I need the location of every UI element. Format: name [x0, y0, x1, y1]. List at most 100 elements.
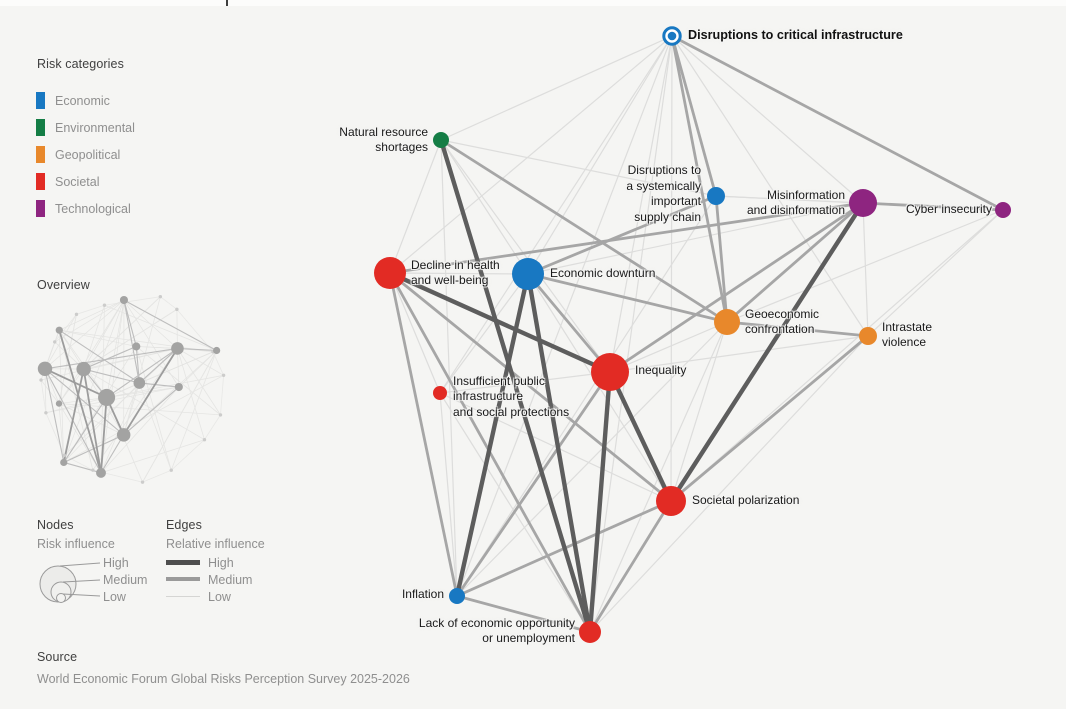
graph-edge-misinformation--cyber	[861, 201, 1005, 212]
graph-node-economic-downturn[interactable]	[512, 258, 544, 290]
nodes-legend-low: Low	[103, 590, 126, 604]
graph-node-critical-infra[interactable]	[662, 26, 682, 46]
graph-edge-misinformation--inequality	[608, 201, 865, 374]
graph-edge-natural-resources--inequality	[440, 139, 611, 373]
graph-edge-economic-downturn--misinformation	[527, 202, 864, 275]
economic-color-swatch	[36, 92, 45, 109]
graph-edge-critical-infra--lack-econ	[589, 35, 673, 633]
graph-node-insufficient-infra[interactable]	[433, 386, 447, 400]
graph-edge-geoeconomic--supply-chain	[714, 194, 729, 324]
graph-node-decline-health[interactable]	[374, 257, 406, 289]
graph-edge-natural-resources--inflation	[440, 139, 458, 597]
graph-edge-critical-infra--geoeconomic	[670, 34, 729, 324]
graph-node-natural-resources[interactable]	[433, 132, 449, 148]
graph-edge-critical-infra--inequality	[609, 35, 673, 373]
source-text: World Economic Forum Global Risks Percep…	[37, 672, 410, 686]
graph-node-geoeconomic[interactable]	[714, 309, 740, 335]
graph-edge-inequality--inflation	[455, 370, 612, 598]
top-strip	[0, 0, 1066, 6]
graph-edge-geoeconomic--societal-polarization	[670, 321, 728, 502]
graph-edge-economic-downturn--inflation	[454, 271, 531, 599]
graph-edge-misinformation--geoeconomic	[725, 201, 865, 324]
overview-title: Overview	[37, 278, 90, 292]
legend-category-societal[interactable]: Societal	[36, 173, 135, 190]
graph-edge-geoeconomic--inflation	[456, 321, 728, 597]
graph-edge-intrastate--misinformation	[862, 202, 869, 337]
graph-edge-inequality--economic-downturn	[526, 272, 612, 374]
graph-edge-geoeconomic--inequality	[609, 321, 728, 373]
graph-edge-decline-health--inflation	[388, 271, 459, 598]
graph-node-inflation[interactable]	[449, 588, 465, 604]
graph-edge-natural-resources--decline-health	[389, 139, 442, 274]
graph-edge-inequality--lack-econ	[587, 369, 613, 635]
nodes-legend-medium: Medium	[103, 573, 148, 587]
graph-edge-cyber--intrastate	[867, 209, 1004, 337]
graph-edge-critical-infra--decline-health	[389, 35, 673, 274]
graph-edge-societal-polarization--intrastate	[669, 334, 870, 503]
edges-legend-title: Edges	[166, 518, 202, 532]
edges-legend-high: High	[208, 556, 234, 570]
legend-category-label: Geopolitical	[55, 147, 121, 162]
graph-edge-critical-infra--natural-resources	[440, 35, 673, 141]
technological-color-swatch	[36, 200, 45, 217]
graph-node-supply-chain[interactable]	[707, 187, 725, 205]
legend-category-label: Societal	[55, 174, 100, 189]
graph-edge-decline-health--societal-polarization	[388, 271, 673, 503]
graph-edge-natural-resources--geoeconomic	[439, 138, 729, 324]
legend-category-label: Economic	[55, 93, 110, 108]
graph-node-lack-econ[interactable]	[579, 621, 601, 643]
graph-edge-inflation--lack-econ	[455, 594, 592, 634]
legend-category-geopolitical[interactable]: Geopolitical	[36, 146, 135, 163]
legend-category-economic[interactable]: Economic	[36, 92, 135, 109]
legend-category-label: Environmental	[55, 120, 135, 135]
graph-node-cyber[interactable]	[995, 202, 1011, 218]
graph-edge-misinformation--decline-health	[388, 201, 865, 275]
graph-edge-inequality--societal-polarization	[607, 369, 674, 504]
graph-edge-natural-resources--economic-downturn	[440, 139, 529, 275]
node-size-legend	[39, 562, 101, 603]
graph-edge-insufficient-infra--decline-health	[389, 272, 441, 394]
nodes-legend-high: High	[103, 556, 129, 570]
graph-edge-insufficient-infra--economic-downturn	[439, 273, 529, 394]
graph-edge-natural-resources--lack-econ	[438, 137, 593, 635]
graph-node-intrastate[interactable]	[859, 327, 877, 345]
graph-edge-supply-chain--misinformation	[715, 195, 864, 204]
graph-node-inequality[interactable]	[591, 353, 629, 391]
graph-edge-supply-chain--inflation	[456, 195, 717, 597]
graph-edge-decline-health--economic-downturn	[389, 272, 529, 275]
graph-edge-cyber--societal-polarization	[670, 209, 1004, 502]
edges-legend-medium: Medium	[208, 573, 253, 587]
graph-edge-geoeconomic--economic-downturn	[526, 272, 729, 324]
societal-color-swatch	[36, 173, 45, 190]
graph-edge-economic-downturn--lack-econ	[525, 271, 593, 635]
nodes-legend-subtitle: Risk influence	[37, 537, 115, 551]
graph-edge-societal-polarization--lack-econ	[588, 499, 673, 634]
legend-category-technological[interactable]: Technological	[36, 200, 135, 217]
graph-edge-critical-infra--misinformation	[671, 35, 864, 204]
source-title: Source	[37, 650, 78, 664]
legend-category-label: Technological	[55, 201, 131, 216]
graph-edge-critical-infra--economic-downturn	[527, 35, 673, 275]
edge-weight-high-sample	[166, 560, 200, 565]
edge-weight-low-sample	[166, 596, 200, 597]
geopolitical-color-swatch	[36, 146, 45, 163]
top-tick	[226, 0, 228, 6]
edges-legend-low: Low	[208, 590, 231, 604]
edges-legend-subtitle: Relative influence	[166, 537, 265, 551]
graph-edge-supply-chain--economic-downturn	[526, 194, 718, 276]
environmental-color-swatch	[36, 119, 45, 136]
graph-node-societal-polarization[interactable]	[656, 486, 686, 516]
graph-edge-insufficient-infra--inflation	[439, 392, 458, 597]
legend-category-environmental[interactable]: Environmental	[36, 119, 135, 136]
graph-edge-critical-infra--societal-polarization	[670, 35, 673, 502]
nodes-legend-title: Nodes	[37, 518, 74, 532]
graph-edge-decline-health--inequality	[387, 270, 613, 375]
graph-edge-insufficient-infra--societal-polarization	[439, 392, 672, 502]
graph-edge-natural-resources--supply-chain	[440, 139, 717, 197]
graph-edge-geoeconomic--intrastate	[725, 320, 870, 338]
graph-node-misinformation[interactable]	[849, 189, 877, 217]
graph-edge-critical-infra--cyber	[670, 34, 1005, 212]
